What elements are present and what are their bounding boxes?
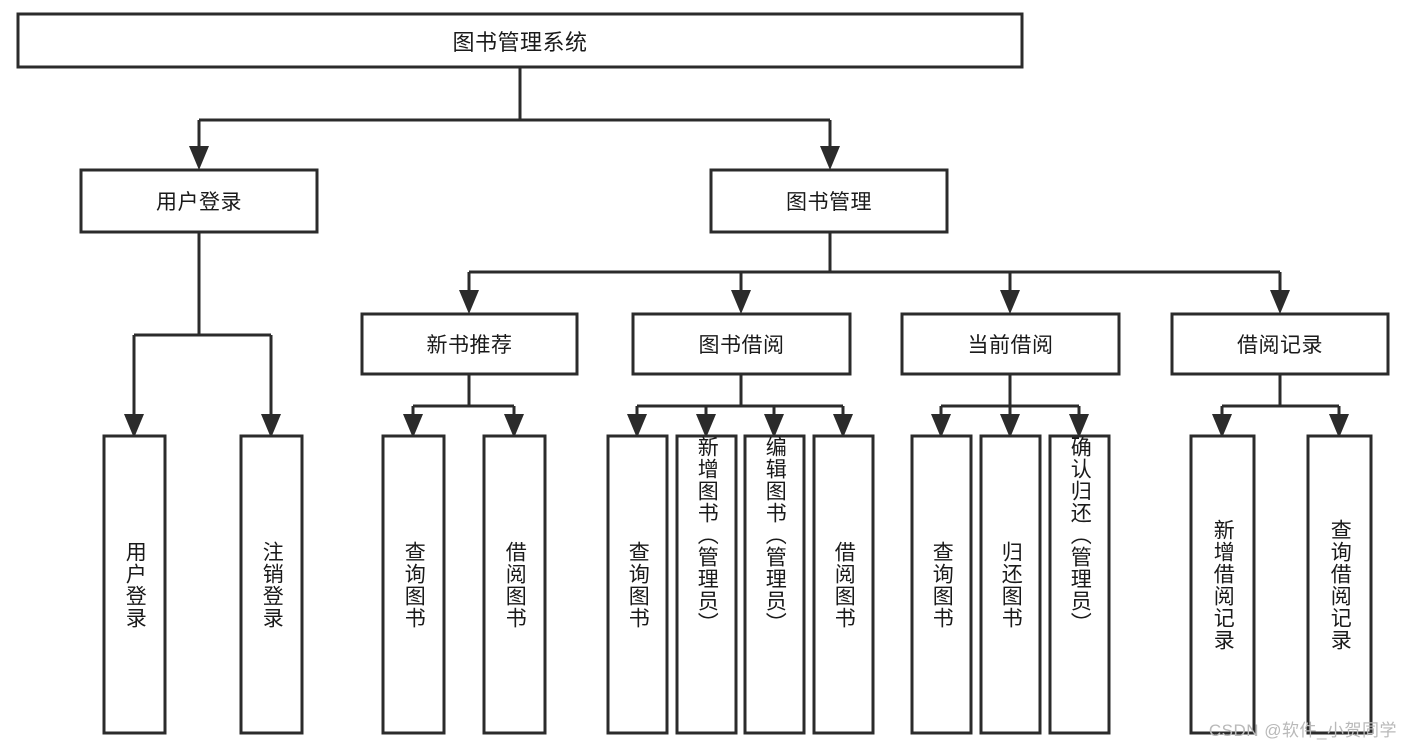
node-root-box[interactable] (16, 12, 1024, 69)
watermark-label: CSDN @软件_小贺同学 (1208, 721, 1397, 740)
arrow-user-login-leaf-2 (261, 414, 281, 438)
node-leaf-borrow-book-1-box[interactable] (482, 434, 547, 735)
node-book-borrow-box[interactable] (631, 312, 852, 376)
arrow-bm-to-new-book-recommend (459, 290, 479, 314)
node-new-book-recommend-box[interactable] (360, 312, 579, 376)
node-leaf-query-record-box[interactable] (1306, 434, 1373, 735)
arrow-bb-leaf-3 (764, 414, 784, 438)
node-borrow-record-box[interactable] (1170, 312, 1390, 376)
arrow-user-login-leaf-1 (124, 414, 144, 438)
node-leaf-query-book-2-box[interactable] (606, 434, 669, 735)
arrow-root-to-user-login (189, 146, 209, 170)
node-leaf-query-book-3-box[interactable] (910, 434, 973, 735)
arrow-bb-leaf-1 (627, 414, 647, 438)
arrow-bm-to-current-borrow (1000, 290, 1020, 314)
arrow-root-to-book-management (820, 146, 840, 170)
node-leaf-user-login-box[interactable] (102, 434, 167, 735)
arrow-cb-leaf-2 (1000, 414, 1020, 438)
node-leaf-add-book-box[interactable] (675, 434, 738, 735)
node-leaf-add-record-box[interactable] (1189, 434, 1256, 735)
arrow-bb-leaf-2 (696, 414, 716, 438)
arrow-nbr-leaf-1 (403, 414, 423, 438)
node-leaf-borrow-book-2-box[interactable] (812, 434, 875, 735)
arrow-bb-leaf-4 (833, 414, 853, 438)
arrow-br-leaf-2 (1329, 414, 1349, 438)
arrow-cb-leaf-1 (931, 414, 951, 438)
node-user-login-box[interactable] (79, 168, 319, 234)
arrow-br-leaf-1 (1212, 414, 1232, 438)
arrow-cb-leaf-3 (1069, 414, 1089, 438)
arrow-nbr-leaf-2 (504, 414, 524, 438)
node-leaf-edit-book-box[interactable] (743, 434, 806, 735)
arrow-bm-to-book-borrow (731, 290, 751, 314)
node-book-management-box[interactable] (709, 168, 949, 234)
node-leaf-return-book-box[interactable] (979, 434, 1042, 735)
node-leaf-confirm-return-box[interactable] (1048, 434, 1111, 735)
node-leaf-query-book-1-box[interactable] (381, 434, 446, 735)
node-leaf-logout-login-box[interactable] (239, 434, 304, 735)
node-current-borrow-box[interactable] (900, 312, 1121, 376)
arrow-bm-to-borrow-record (1270, 290, 1290, 314)
